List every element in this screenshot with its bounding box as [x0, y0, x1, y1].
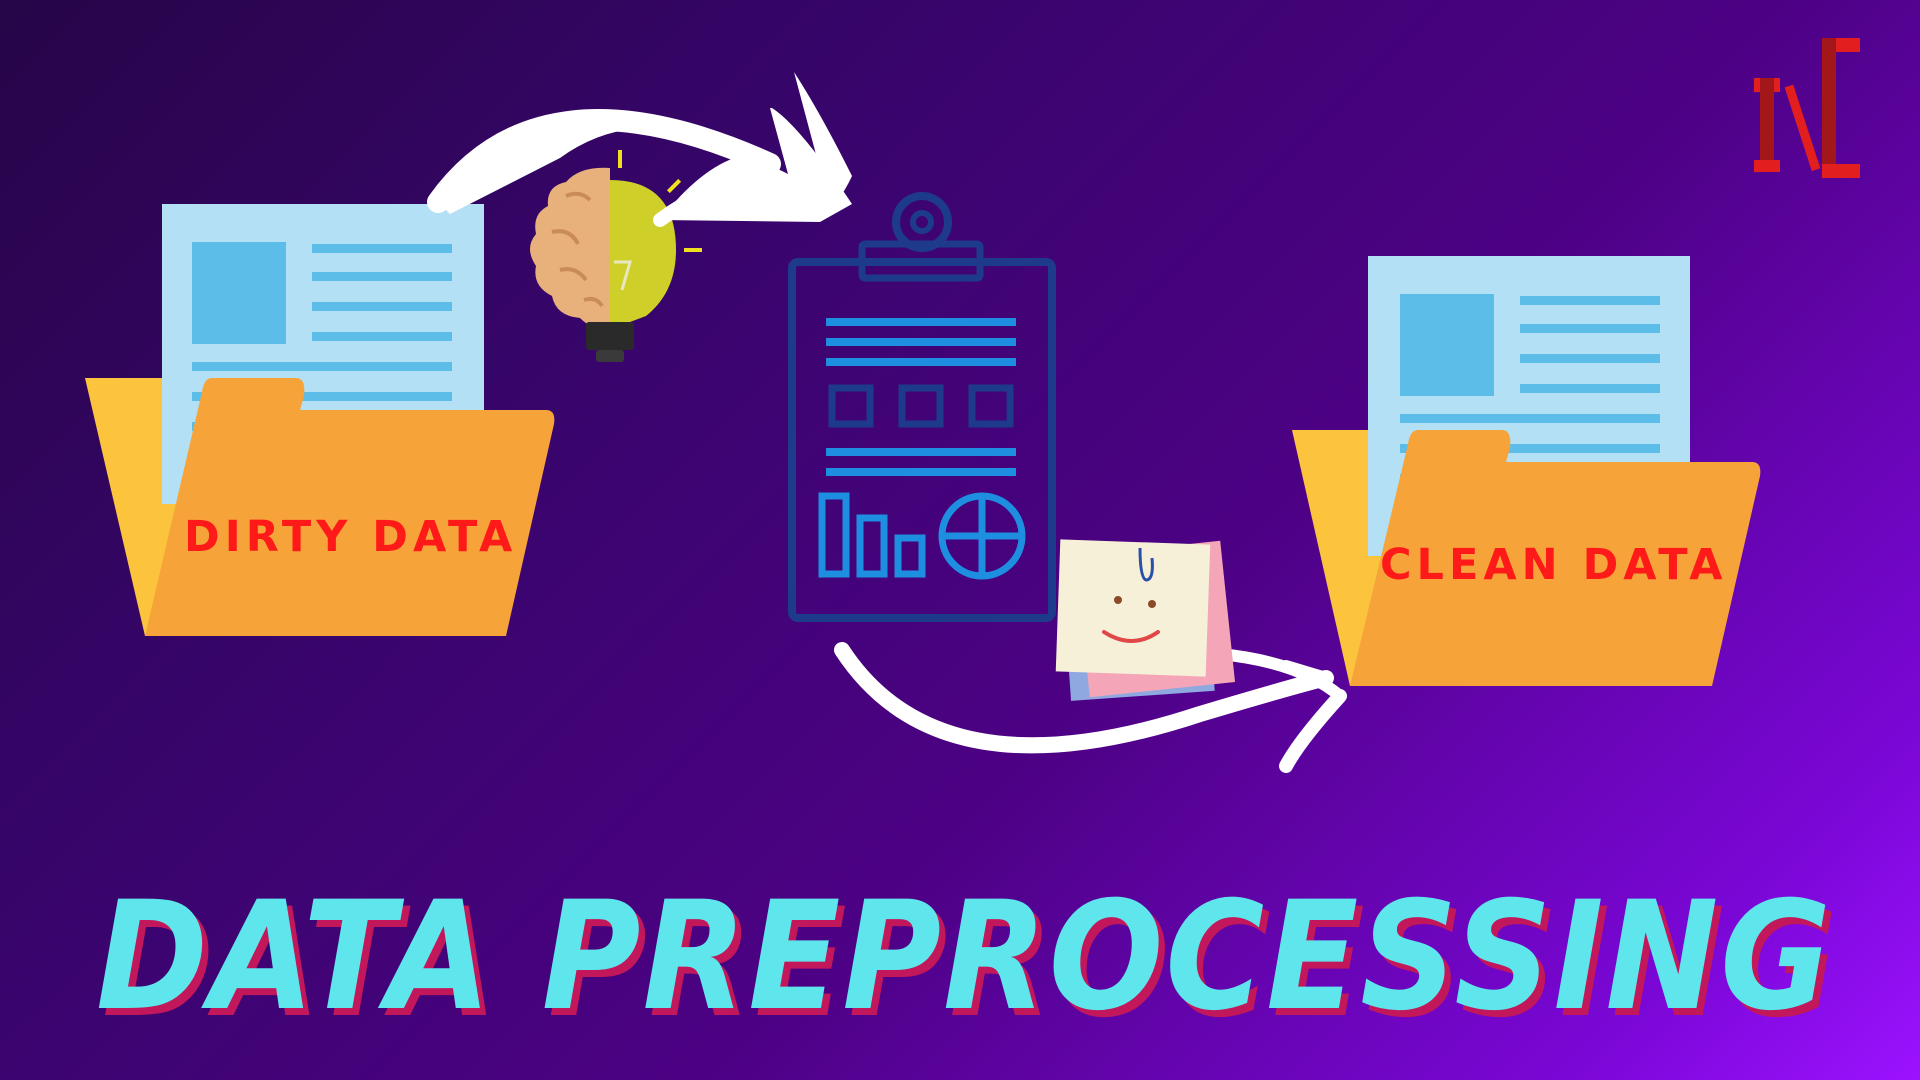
folder-front [1350, 430, 1761, 686]
dirty-data-folder-icon [85, 204, 555, 636]
clipboard-report-icon [788, 192, 1056, 622]
clean-data-label: CLEAN DATA [1380, 540, 1728, 590]
arrow-icon [427, 72, 852, 227]
arrow-icon [834, 642, 1347, 773]
page-title: DATA PREPROCESSING [96, 870, 1833, 1044]
clean-data-folder-icon [1292, 256, 1761, 686]
sticky-note-icon [1055, 539, 1236, 701]
folder-front [145, 378, 555, 636]
brand-logo [1754, 38, 1860, 178]
dirty-data-label: DIRTY DATA [184, 512, 518, 562]
brain-lightbulb-icon [530, 150, 702, 362]
